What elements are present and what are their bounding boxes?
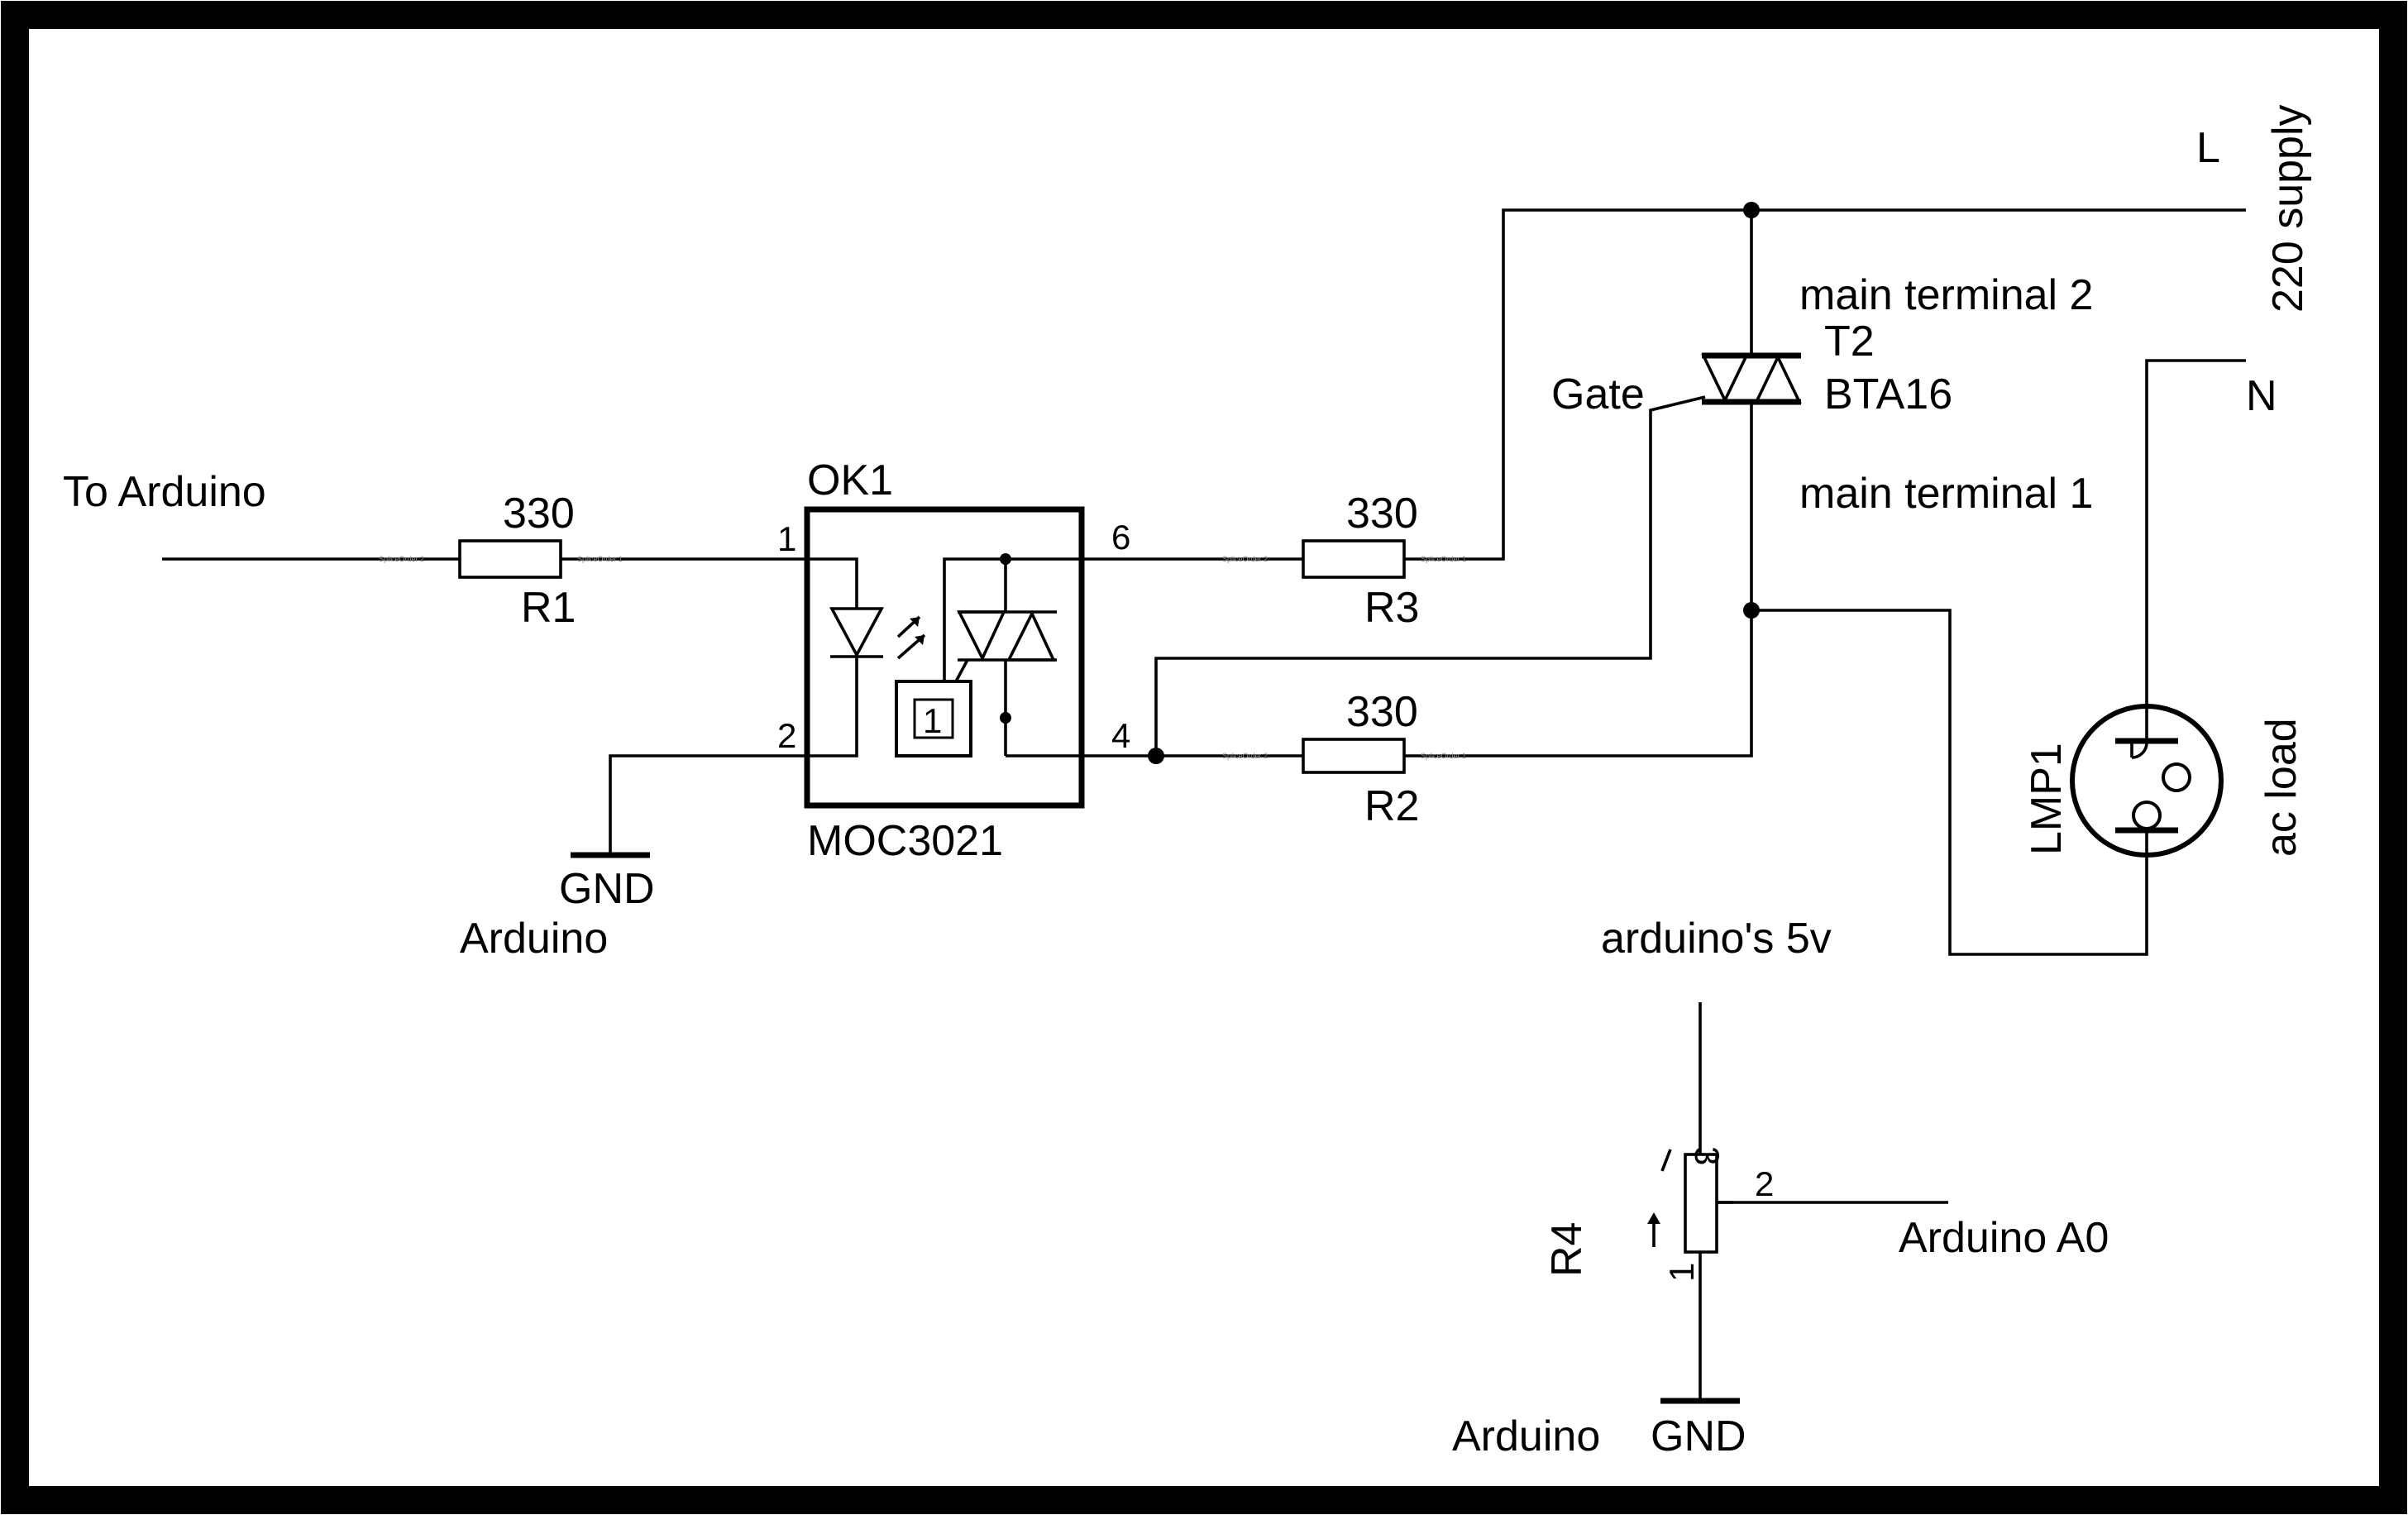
r3-splice-left: SpliceOrder 2 — [1222, 555, 1268, 563]
moc3021-package — [804, 506, 1085, 809]
r2-value: 330 — [1346, 688, 1418, 736]
arduino-bottom-label: Arduino — [1452, 1412, 1600, 1460]
zero-cross-inner-box — [913, 698, 954, 739]
r2-name: R2 — [1364, 782, 1419, 830]
r1-value: 330 — [503, 490, 575, 538]
opto-triac — [943, 557, 1082, 758]
gnd-bottom-label: GND — [1651, 1412, 1746, 1460]
opto-junction-top — [1000, 553, 1011, 565]
r4-potentiometer — [1684, 1153, 1718, 1254]
r1-resistor — [458, 539, 562, 579]
mt2-label: main terminal 2 — [1799, 271, 2093, 319]
gate-label: Gate — [1551, 370, 1645, 418]
ok1-pin1: 1 — [777, 519, 796, 558]
r3-splice-right: SpliceOrder 1 — [1421, 555, 1466, 563]
ok1-part: MOC3021 — [807, 817, 1003, 865]
ok1-pin4: 4 — [1111, 716, 1130, 755]
gate-wire — [1154, 395, 1706, 756]
opto-led — [807, 557, 885, 758]
r3-to-line-wire — [1404, 208, 2246, 561]
arduino-left-label: Arduino — [460, 915, 608, 963]
r2-splice-left: SpliceOrder 2 — [1222, 752, 1268, 760]
ac-load-label: ac load — [2258, 718, 2305, 857]
r4-pin3: 3 — [1688, 1146, 1727, 1165]
r4-pin1: 1 — [1662, 1263, 1701, 1282]
r2-resistor — [1302, 738, 1406, 774]
arduino-a0-label: Arduino A0 — [1899, 1214, 2109, 1262]
mt1-to-lamp-wire — [1751, 609, 2148, 956]
zero-cross-detector — [895, 680, 972, 758]
neutral-N-label: N — [2246, 372, 2277, 420]
ok1-name: OK1 — [807, 456, 893, 504]
t2-name: T2 — [1824, 318, 1875, 366]
r4-name: R4 — [1543, 1222, 1591, 1277]
opto-junction-bottom — [1000, 712, 1011, 724]
zero-cross-symbol: 1 — [923, 701, 942, 740]
r2-splice-right: SpliceOrder 1 — [1421, 752, 1466, 760]
bta16-triac — [1701, 210, 1802, 610]
mt2-junction — [1743, 202, 1760, 218]
r4-pin2: 2 — [1755, 1164, 1774, 1203]
gnd-left-label: GND — [559, 865, 655, 913]
r2-to-mt1-wire — [1404, 610, 1753, 758]
ok1-pin6: 6 — [1111, 518, 1130, 557]
neutral-to-lamp-wire — [2145, 359, 2246, 741]
pot-adjust-arrow-icon — [1647, 1149, 1672, 1247]
gnd-left-wire — [609, 754, 807, 855]
r1-splice-left: SpliceOrder 2 — [379, 555, 424, 563]
r1-splice-right: SpliceOrder 1 — [577, 555, 623, 563]
light-arrows-icon — [896, 615, 926, 660]
mt1-label: main terminal 1 — [1799, 470, 2093, 518]
to-arduino-label: To Arduino — [63, 468, 266, 516]
r1-name: R1 — [521, 584, 576, 632]
r3-resistor — [1302, 539, 1406, 579]
arduino-5v-label: arduino's 5v — [1601, 915, 1832, 963]
r3-name: R3 — [1364, 584, 1419, 632]
lamp-lmp1 — [2070, 704, 2224, 863]
r3-value: 330 — [1346, 490, 1418, 538]
t2-part: BTA16 — [1824, 370, 1952, 418]
lmp1-label: LMP1 — [2023, 743, 2071, 855]
supply-label: 220 supply — [2264, 104, 2312, 313]
ok1-pin2: 2 — [777, 716, 796, 755]
line-L-label: L — [2196, 124, 2220, 172]
